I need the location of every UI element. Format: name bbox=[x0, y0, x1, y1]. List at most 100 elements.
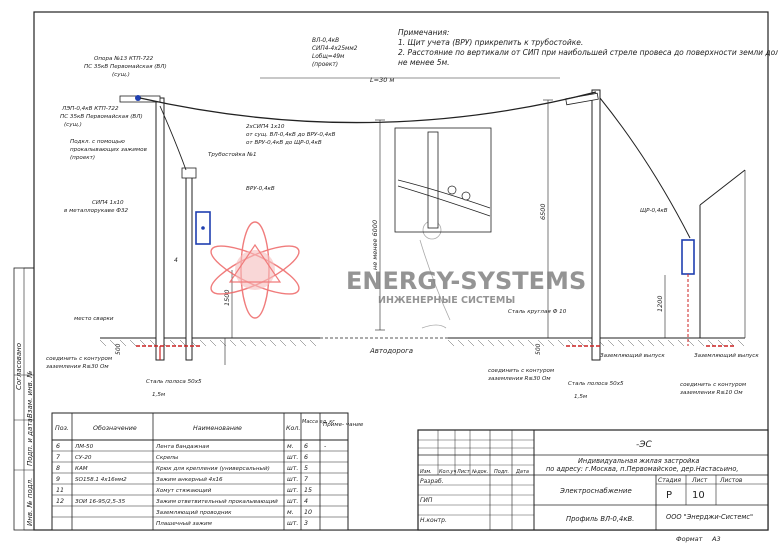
spec-cell-r5-c3: шт. bbox=[287, 498, 298, 505]
callout-support-2: ПС 35кВ Первомайская (ВЛ) bbox=[84, 64, 167, 70]
watermark-logo bbox=[210, 221, 300, 319]
spec-cell-r7-c3: шт. bbox=[287, 520, 298, 527]
callout-ground-1: соединить с контуром bbox=[46, 356, 113, 362]
spec-h-pos: Поз. bbox=[55, 425, 69, 432]
notes-line-1: 1. Щит учета (ВРУ) прикрепить к трубосто… bbox=[398, 38, 583, 47]
spec-cell-r3-c3: шт. bbox=[287, 476, 298, 483]
callout-line-4: (проект) bbox=[312, 62, 338, 68]
spec-cell-r1-c2: Скрепы bbox=[156, 455, 179, 461]
sheet-header: Лист bbox=[691, 477, 708, 484]
role-normcontrol: Н.контр. bbox=[420, 517, 447, 524]
callout-ground-3: соединить с контуром bbox=[488, 368, 555, 374]
role-chief: ГИП bbox=[420, 497, 433, 504]
detail-inset bbox=[394, 127, 492, 233]
callout-depth-left: 1,5м bbox=[152, 392, 166, 398]
format-label: Формат bbox=[676, 535, 703, 543]
doc-code: -ЭС bbox=[636, 440, 653, 450]
callout-vl-3: (сущ.) bbox=[64, 122, 82, 128]
title-block bbox=[417, 429, 769, 531]
spec-cell-r6-c4: 10 bbox=[304, 509, 312, 516]
callout-wire-2: от сущ. ВЛ-0,4кВ до ВРУ-0,4кВ bbox=[246, 132, 336, 138]
object-line-2: по адресу: г.Москва, п.Первомайское, дер… bbox=[546, 465, 739, 473]
spec-cell-r5-c2: Зажим ответвительный прокалывающий bbox=[156, 499, 278, 505]
dim-1500: 1500 bbox=[223, 289, 231, 306]
callout-vl-1: ЛЭП-0,4кВ КТП-722 bbox=[61, 106, 119, 112]
callout-shr: ЩР-0,4кВ bbox=[640, 208, 668, 214]
spec-cell-r3-c4: 7 bbox=[304, 476, 308, 483]
callout-tap-2: прокалывающих зажимов bbox=[70, 147, 147, 153]
spec-h-mass: Масса ед. кг bbox=[302, 419, 335, 425]
spec-cell-r0-c1: ЛМ-50 bbox=[74, 444, 94, 450]
pipe-stand bbox=[181, 167, 197, 361]
dim-min-height: не менее 6000 bbox=[371, 220, 379, 270]
road-label: Автодорога bbox=[369, 347, 413, 355]
spec-h-code: Обозначение bbox=[93, 424, 137, 432]
callout-pos-4: 4 bbox=[174, 257, 178, 264]
col-date: Дата bbox=[515, 469, 529, 475]
callout-ground-out-1: Заземляющий выпуск bbox=[600, 353, 665, 359]
col-doc: №док. bbox=[471, 469, 488, 475]
callout-ground-6: заземления R≤10 Ом bbox=[680, 390, 743, 396]
dimensions bbox=[224, 77, 666, 365]
role-developer: Разраб. bbox=[420, 478, 444, 485]
detail-inset-art bbox=[397, 131, 491, 229]
drop-line-right bbox=[599, 97, 691, 239]
callout-sip: СИП4 1х10 bbox=[92, 200, 124, 206]
spec-cell-r2-c4: 5 bbox=[304, 465, 308, 472]
callout-ground-2: заземления R≤30 Ом bbox=[46, 364, 109, 370]
spec-cell-r7-c2: Плашечный зажим bbox=[156, 521, 213, 527]
spec-cell-r3-c0: 9 bbox=[56, 476, 60, 483]
callout-weld-place: место сварки bbox=[74, 316, 114, 322]
format-value: А3 bbox=[711, 535, 721, 543]
drawing-title: Профиль ВЛ-0,4кВ. bbox=[566, 515, 634, 523]
spec-cell-r3-c2: Зажим анкерный 4х16 bbox=[156, 477, 223, 483]
spec-table bbox=[51, 412, 349, 531]
stage-value: Р bbox=[666, 490, 672, 501]
right-pole bbox=[565, 89, 601, 361]
ground-line bbox=[99, 337, 745, 347]
side-stamp: Согласовано Взам. инв. № Подп. и дата Ин… bbox=[13, 267, 35, 531]
callout-line-3: Lобщ=49м bbox=[312, 54, 345, 60]
callout-support-3: (сущ.) bbox=[112, 72, 130, 78]
col-sign: Подп. bbox=[494, 469, 509, 475]
callout-ground-4: заземления R≤30 Ом bbox=[488, 376, 551, 382]
stamp-sign-date: Подп. и дата bbox=[26, 418, 34, 466]
dim-1200: 1200 bbox=[656, 295, 664, 312]
callout-line-1: ВЛ-0,4кВ bbox=[312, 38, 339, 44]
callout-ground-out-2: Заземляющий выпуск bbox=[694, 353, 759, 359]
spec-cell-r5-c0: 12 bbox=[56, 498, 64, 505]
spec-cell-r2-c1: КАМ bbox=[75, 466, 88, 472]
grounding bbox=[136, 274, 735, 360]
sheet-value: 10 bbox=[692, 490, 705, 501]
spec-cell-r1-c3: шт. bbox=[287, 454, 298, 461]
overhead-line bbox=[139, 91, 597, 124]
left-pole bbox=[119, 95, 165, 361]
callouts: ВЛ-0,4кВ СИП4-4х25мм2 Lобщ=49м (проект) … bbox=[46, 38, 759, 400]
spec-cell-r2-c3: шт. bbox=[287, 465, 298, 472]
spec-cell-r6-c3: м. bbox=[287, 509, 294, 516]
shr-box bbox=[681, 239, 695, 275]
section-title: Электроснабжение bbox=[559, 487, 632, 495]
col-sheet: Лист bbox=[456, 469, 471, 475]
callout-vru: ВРУ-0,4кВ bbox=[246, 186, 275, 192]
callout-steel-strip-left: Сталь полоса 50х5 bbox=[146, 379, 202, 385]
callout-wire-3: от ВРУ-0,4кВ до ЩР-0,4кВ bbox=[246, 140, 322, 146]
span-length: L=30 м bbox=[370, 76, 394, 84]
stamp-replace-inv: Взам. инв. № bbox=[26, 370, 34, 418]
object-line-1: Индивидуальная жилая застройка bbox=[578, 457, 699, 465]
vru-meter-icon bbox=[201, 226, 205, 230]
spec-cell-r3-c1: SO158.1 4х16мм2 bbox=[75, 477, 127, 483]
callout-steel-strip-right: Сталь полоса 50х5 bbox=[568, 381, 624, 387]
dim-500-left: 500 bbox=[115, 343, 122, 355]
stage-header: Стадия bbox=[658, 477, 681, 484]
spec-cell-r4-c4: 15 bbox=[304, 487, 312, 494]
spec-cell-r0-c2: Лента бандажная bbox=[155, 444, 210, 450]
spec-cell-r5-c1: ЗОИ 16-95/2,5-35 bbox=[75, 499, 126, 505]
stamp-inv-orig: Инв. № подл. bbox=[26, 478, 34, 526]
company-name: ООО "Энерджи-Системс" bbox=[666, 513, 753, 521]
callout-ground-5: соединить с контуром bbox=[680, 382, 747, 388]
spec-cell-r0-c0: 6 bbox=[56, 443, 60, 450]
callout-sip-2: в металлорукаве Ф32 bbox=[64, 208, 129, 214]
dim-6500: 6500 bbox=[539, 203, 547, 220]
